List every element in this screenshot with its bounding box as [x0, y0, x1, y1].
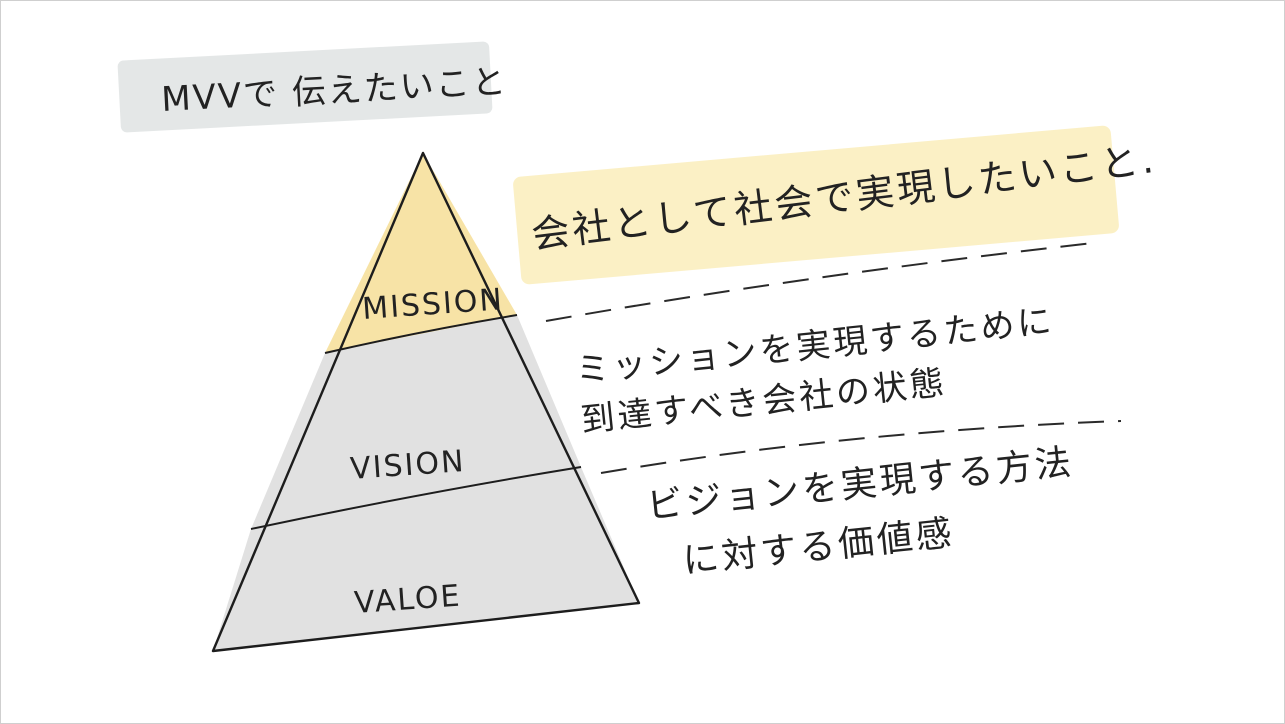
vision-label: VISION: [349, 444, 466, 487]
pyramid-outline: [211, 151, 641, 653]
mission-tier: [325, 153, 517, 353]
mission-vision-divider: [324, 314, 518, 354]
dashed-separator-bottom: [600, 420, 1122, 474]
vision-tier: [251, 315, 581, 529]
value-label: VALOE: [353, 579, 463, 621]
vision-value-divider: [250, 466, 582, 530]
value-tier: [213, 467, 639, 651]
